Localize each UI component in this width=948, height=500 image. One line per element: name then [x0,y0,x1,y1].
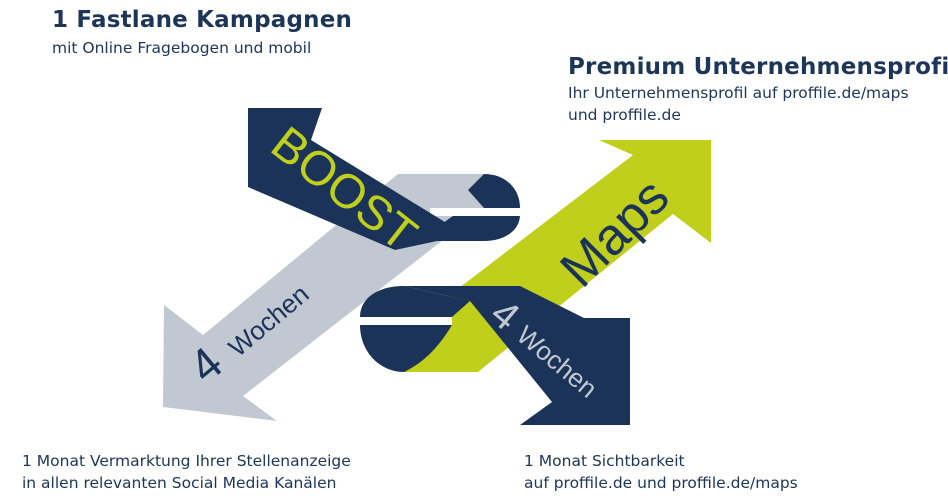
navy-arrow-4-wochen [404,286,630,425]
premium-profile-title: Premium Unternehmensprofil [568,54,948,80]
fastlane-title: 1 Fastlane Kampagnen [52,7,353,33]
visibility-description: 1 Monat Sichtbarkeit auf proffile.de und… [524,450,798,494]
ribbon-stripe-lower [360,317,452,325]
visibility-line-1: 1 Monat Sichtbarkeit [524,452,685,470]
navy-ribbon-lower-fold [360,325,452,372]
premium-profile-line-1: Ihr Unternehmensprofil auf proffile.de/m… [568,84,909,102]
visibility-line-2: auf proffile.de und proffile.de/maps [524,474,798,492]
ribbon-stripe-upper [430,208,522,216]
navy-arrow-boost [248,108,484,250]
social-media-line-1: 1 Monat Vermarktung Ihrer Stellenanzeige [22,452,351,470]
navy-ribbon-upper-fold [468,174,520,208]
premium-profile-line-2: und proffile.de [568,106,681,124]
social-media-description: 1 Monat Vermarktung Ihrer Stellenanzeige… [22,450,351,494]
social-media-line-2: in allen relevanten Social Media Kanälen [22,474,337,492]
navy-ribbon-lower [360,286,470,317]
fastlane-subtitle: mit Online Fragebogen und mobil [52,39,312,57]
premium-profile-description: Ihr Unternehmensprofil auf proffile.de/m… [568,82,909,126]
